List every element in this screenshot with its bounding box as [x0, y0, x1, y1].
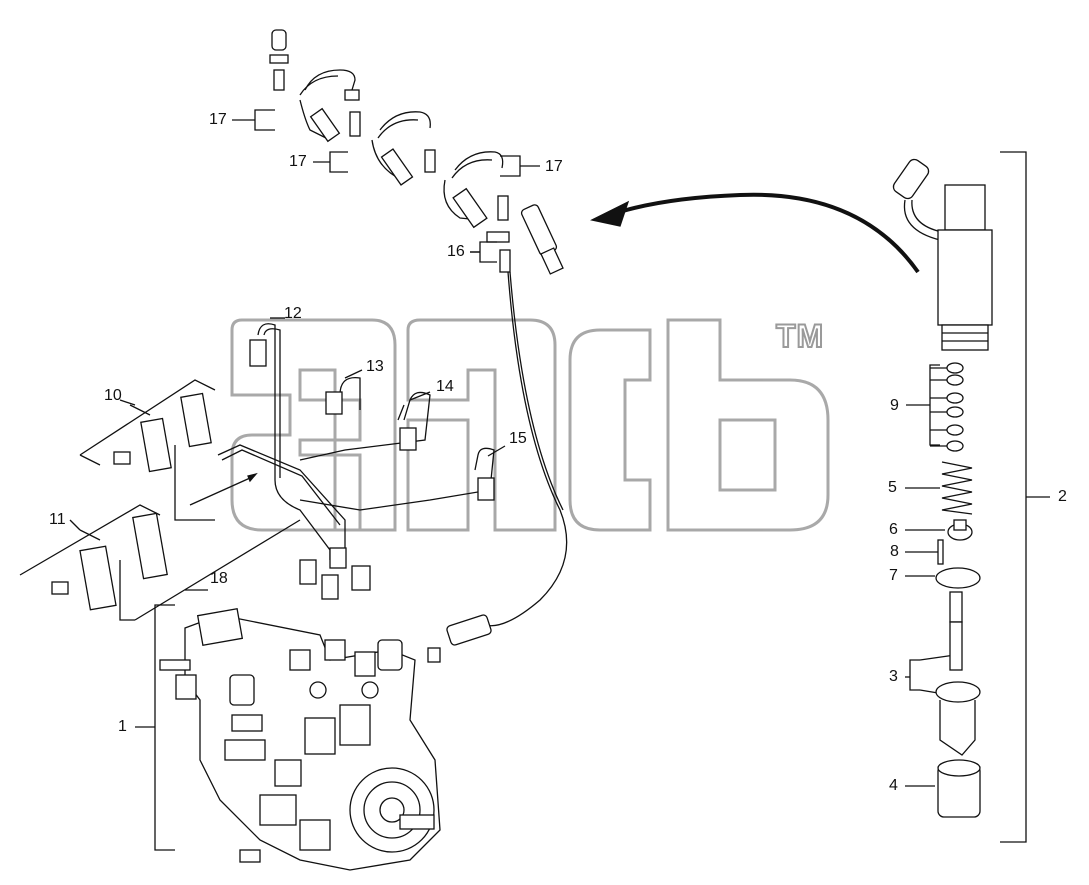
callout-7: 7	[889, 567, 898, 584]
callout-9: 9	[890, 397, 899, 414]
clamp-assemblies	[19, 379, 301, 621]
injection-pump	[135, 589, 441, 871]
injector-pipes-top	[232, 29, 564, 275]
callout-17-middle: 17	[289, 153, 307, 170]
callout-11: 11	[49, 511, 66, 528]
callout-16: 16	[447, 243, 465, 260]
callout-14: 14	[436, 378, 454, 395]
diagram-lines	[19, 29, 1050, 871]
watermark-trademark: TM	[775, 317, 825, 355]
callout-12: 12	[284, 305, 302, 322]
callout-1: 1	[118, 718, 127, 735]
callout-2: 2	[1058, 488, 1067, 505]
callout-3: 3	[889, 668, 898, 685]
callout-17-right: 17	[545, 158, 563, 175]
callout-15: 15	[509, 430, 527, 447]
injector-assembly	[892, 151, 1050, 843]
transfer-arrow	[609, 192, 920, 274]
callout-6: 6	[889, 521, 898, 538]
callout-10: 10	[104, 387, 122, 404]
watermark-logo	[230, 318, 830, 532]
callout-5: 5	[888, 479, 897, 496]
callout-17-left: 17	[209, 111, 227, 128]
return-hose-line	[484, 271, 568, 627]
callout-18: 18	[210, 570, 228, 587]
callout-4: 4	[889, 777, 898, 794]
callout-8: 8	[890, 543, 899, 560]
high-pressure-pipes	[217, 317, 506, 600]
callout-13: 13	[366, 358, 384, 375]
